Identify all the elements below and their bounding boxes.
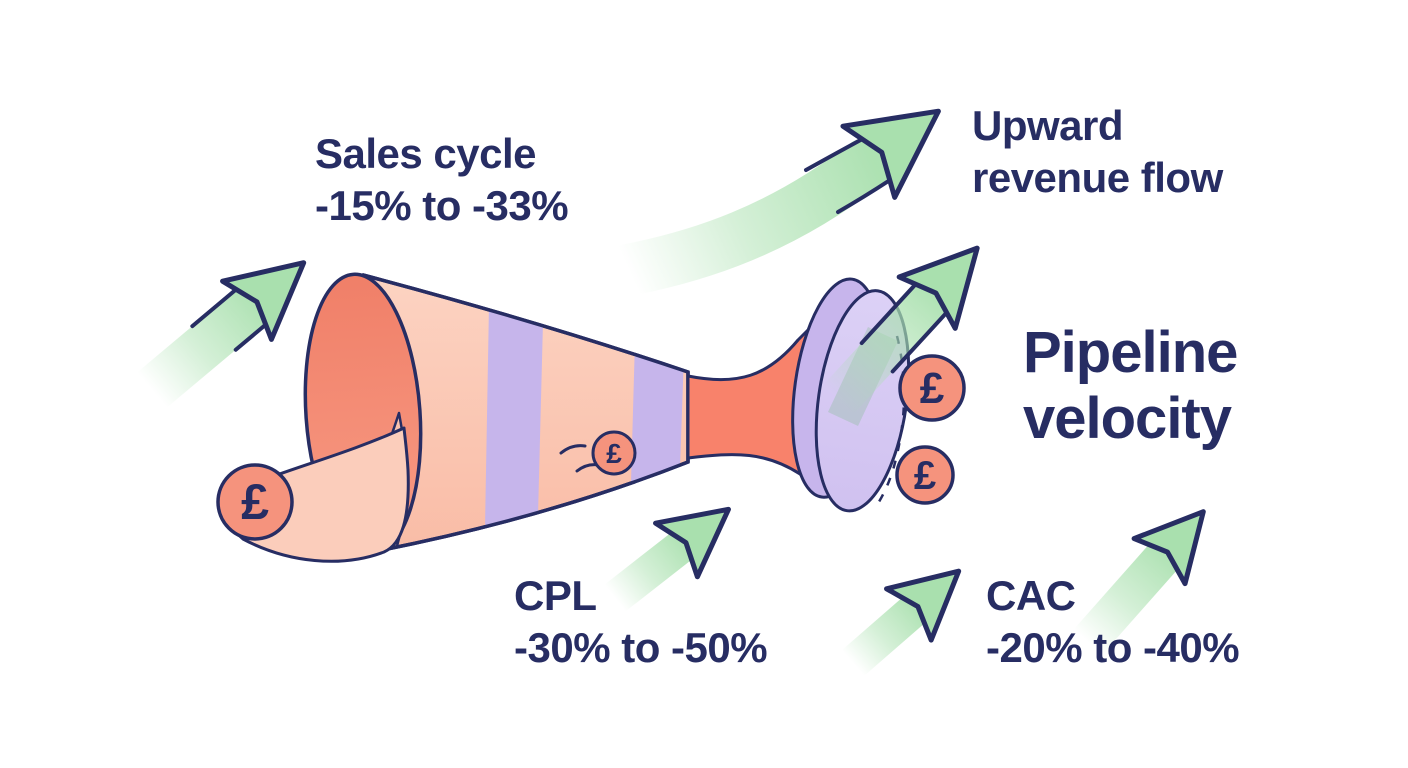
label-upward-revenue-flow: Upward revenue flow	[972, 100, 1223, 204]
nozzle-disc-hidden-edge	[873, 335, 906, 509]
pound-coin-small: £	[559, 430, 637, 476]
funnel-band-2	[631, 340, 684, 482]
sales-cycle-value: -15% to -33%	[315, 182, 569, 229]
title-line2: velocity	[1023, 386, 1232, 451]
cpl-label: CPL	[514, 572, 597, 619]
label-sales-cycle: Sales cycle -15% to -33%	[315, 128, 569, 232]
sales-cycle-label: Sales cycle	[315, 130, 537, 177]
title-line1: Pipeline	[1023, 320, 1238, 385]
pound-symbol: £	[914, 454, 936, 498]
output-arrow-icon	[822, 245, 980, 415]
growth-arrow-left-icon	[137, 260, 307, 408]
cac-label: CAC	[986, 572, 1076, 619]
cpl-arrow-icon	[604, 506, 731, 612]
upward-revenue-arrow-icon	[602, 108, 941, 296]
pound-symbol: £	[920, 364, 945, 413]
cac-arrow-icon	[841, 568, 962, 676]
label-cac: CAC -20% to -40%	[986, 570, 1240, 674]
funnel-band-1	[485, 305, 543, 527]
funnel-cone	[361, 273, 690, 555]
label-cpl: CPL -30% to -50%	[514, 570, 768, 674]
upward-flow-line2: revenue flow	[972, 154, 1223, 201]
growth-arrow-right-icon	[1073, 509, 1206, 655]
cpl-value: -30% to -50%	[514, 624, 768, 671]
pound-symbol: £	[606, 438, 622, 469]
upward-flow-line1: Upward	[972, 102, 1124, 149]
page-title: Pipeline velocity	[1023, 320, 1238, 452]
pound-coin-large: £	[216, 463, 294, 541]
pound-symbol: £	[241, 474, 269, 530]
cac-value: -20% to -40%	[986, 624, 1240, 671]
pound-coin-output-top: £	[898, 354, 966, 422]
pound-coin-output-bottom: £	[895, 445, 955, 505]
